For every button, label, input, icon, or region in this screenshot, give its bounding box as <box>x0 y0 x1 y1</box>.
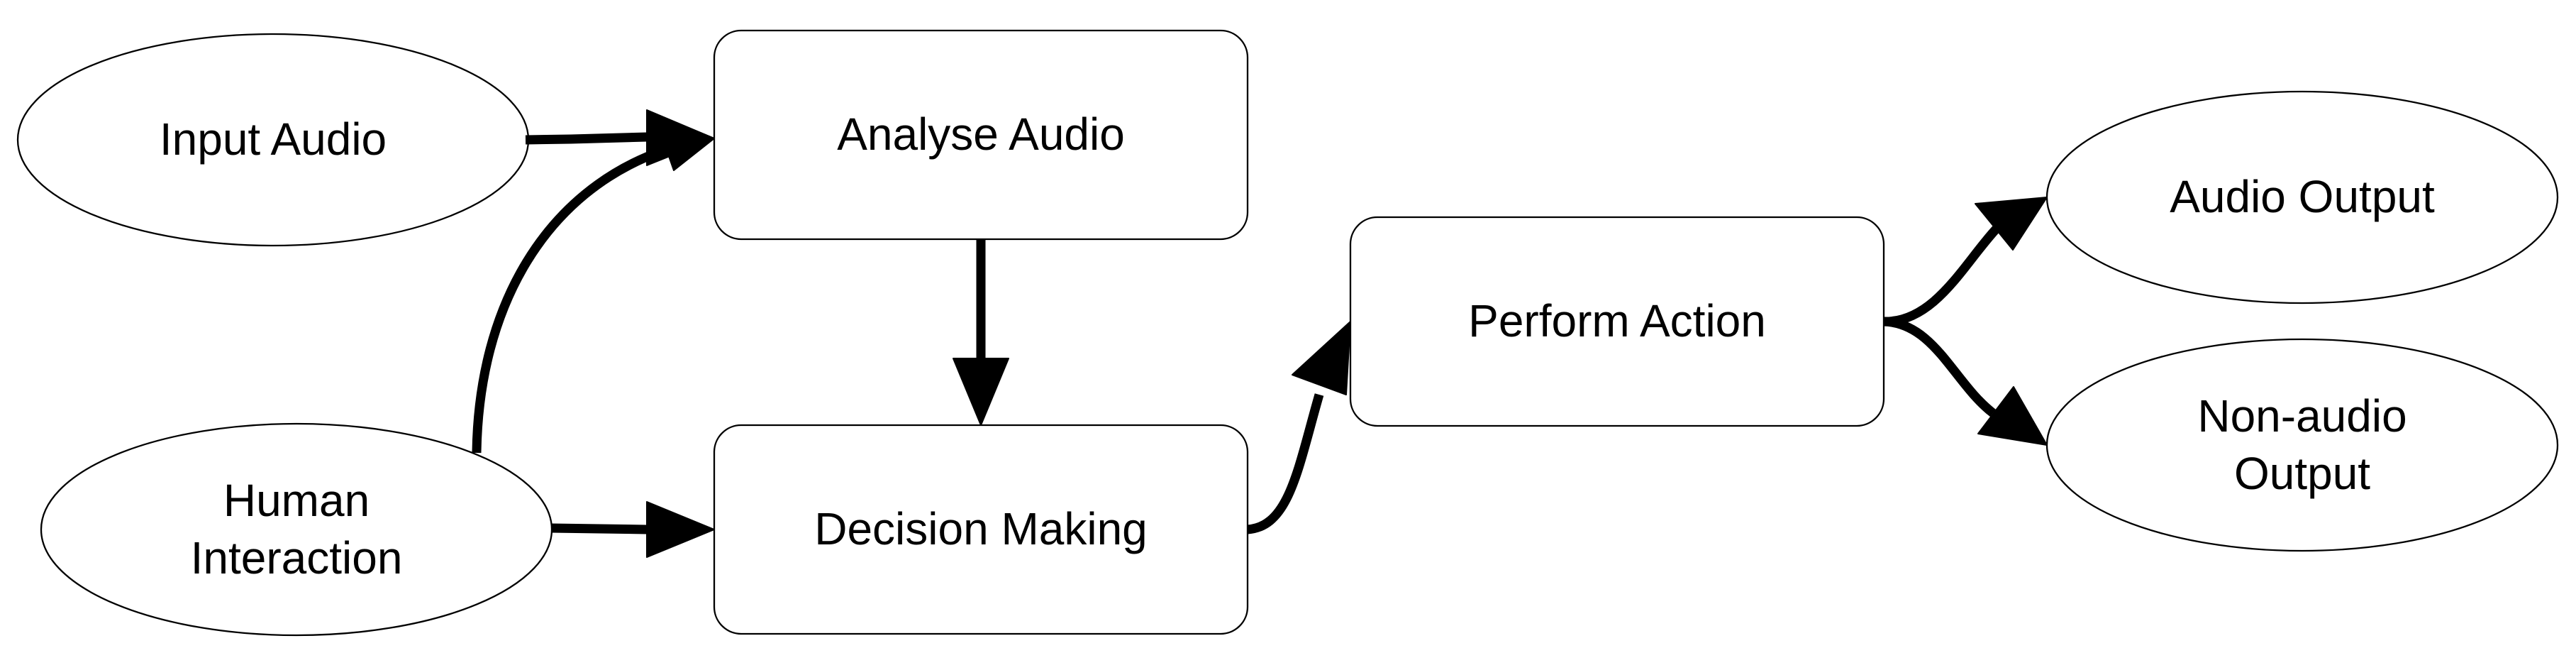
node-analyse-audio-label: Analyse Audio <box>837 109 1125 160</box>
edge-analyse-audio-to-decision-making <box>953 239 1009 426</box>
edge-human-interaction-to-analyse-audio <box>472 113 715 454</box>
edge-decision-making-to-perform-action <box>1247 321 1351 534</box>
edge-human-interaction-to-decision-making <box>550 501 715 558</box>
node-input-audio-label: Input Audio <box>159 114 387 165</box>
node-decision-making-label: Decision Making <box>814 503 1148 555</box>
edge-perform-action-to-non-audio-output <box>1883 317 2048 446</box>
node-audio-output-label: Audio Output <box>2170 171 2435 223</box>
node-perform-action-label: Perform Action <box>1468 295 1766 347</box>
edge-perform-action-to-audio-output <box>1883 197 2048 326</box>
node-human-interaction-label: Human Interaction <box>190 474 403 583</box>
node-non-audio-output-label: Non-audio Output <box>2197 390 2407 499</box>
